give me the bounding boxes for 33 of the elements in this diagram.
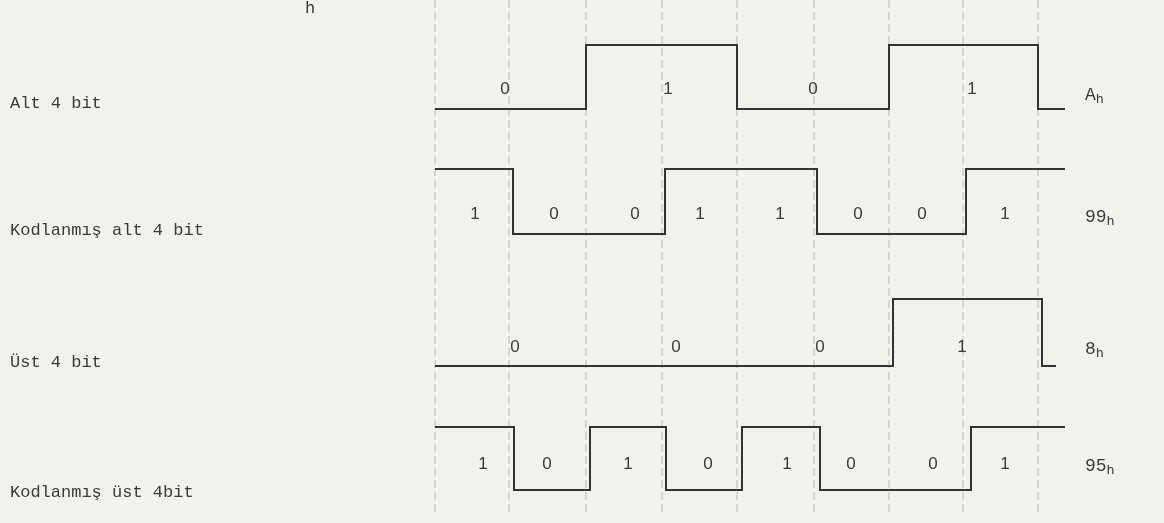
bit-value: 0	[500, 79, 510, 97]
bit-value: 1	[782, 454, 792, 472]
signal-name: Üst 4 bit	[10, 353, 102, 371]
bit-value: 1	[1000, 454, 1010, 472]
bit-value: 1	[957, 337, 967, 355]
bit-value: 0	[549, 204, 559, 222]
bit-value: 0	[630, 204, 640, 222]
bit-value: 0	[671, 337, 681, 355]
bit-value: 0	[808, 79, 818, 97]
bit-value: 0	[928, 454, 938, 472]
hex-value: 8$_{h}$	[1085, 340, 1104, 358]
bit-value: 0	[542, 454, 552, 472]
stray-subscript: h	[304, 0, 316, 17]
bit-value: 0	[917, 204, 927, 222]
signal-name: Kodlanmış üst 4bit	[10, 483, 194, 501]
bit-value: 1	[470, 204, 480, 222]
hex-value: 99$_{h}$	[1085, 208, 1115, 226]
bit-value: 1	[775, 204, 785, 222]
bit-value: 0	[510, 337, 520, 355]
bit-value: 0	[846, 454, 856, 472]
signal-name: Alt 4 bit	[10, 94, 102, 112]
bit-value: 1	[478, 454, 488, 472]
hex-value: 95$_{h}$	[1085, 457, 1115, 475]
bit-value: 0	[853, 204, 863, 222]
hex-value: A$_{h}$	[1085, 86, 1104, 104]
bit-value: 0	[703, 454, 713, 472]
bit-value: 1	[1000, 204, 1010, 222]
bit-value: 1	[623, 454, 633, 472]
bit-value: 1	[695, 204, 705, 222]
bit-value: 0	[815, 337, 825, 355]
bit-value: 1	[663, 79, 673, 97]
signal-name: Kodlanmış alt 4 bit	[10, 221, 204, 239]
bit-value: 1	[967, 79, 977, 97]
